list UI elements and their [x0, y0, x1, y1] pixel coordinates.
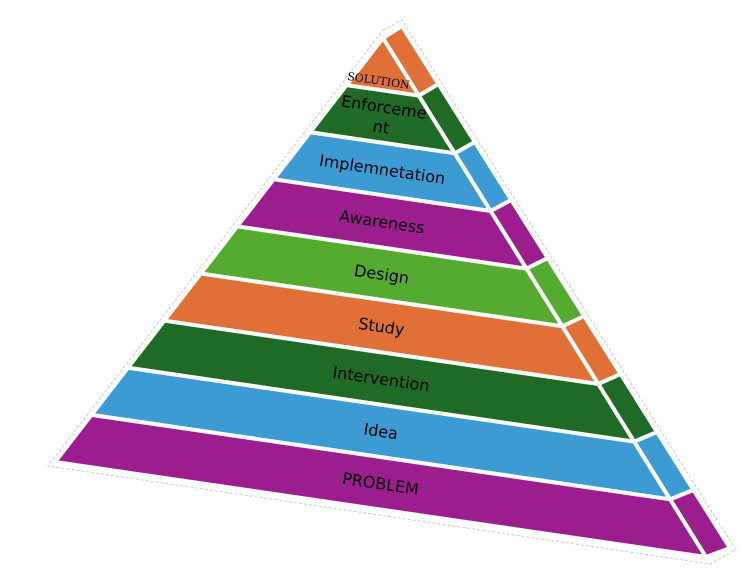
- pyramid-layer-label: Idea: [362, 420, 399, 444]
- pyramid-layer-side-9: [668, 488, 732, 559]
